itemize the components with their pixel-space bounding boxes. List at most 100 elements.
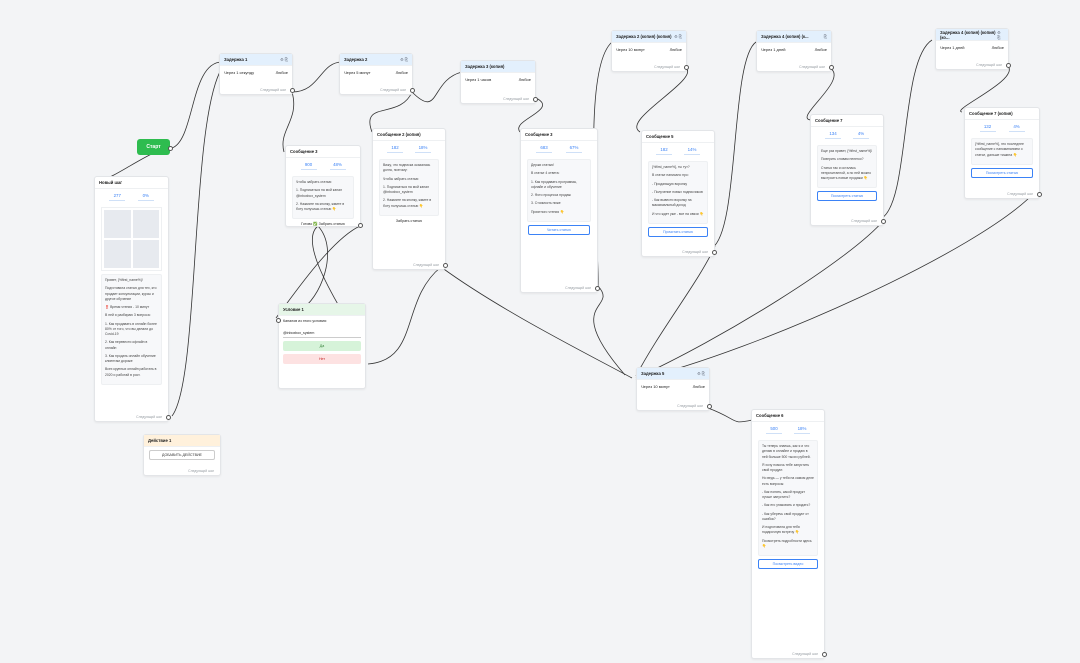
next-port[interactable] — [358, 223, 363, 228]
next-step-label: Следующий шаг — [136, 415, 162, 419]
node-title: Сообщение 3 — [290, 149, 318, 154]
no-branch[interactable]: Нет — [283, 354, 361, 364]
next-port[interactable] — [712, 250, 717, 255]
node-title: Сообщение 5 — [646, 134, 674, 139]
delay-value: Через 10 минут — [616, 47, 645, 52]
next-step-label: Следующий шаг — [1007, 192, 1033, 196]
delay-node-4[interactable]: Задержка 2 (копия) (копия)⚙ ⎘ Через 10 м… — [611, 30, 689, 72]
delay-value: Через 1 секунду — [224, 70, 255, 75]
view-article-button[interactable]: Посмотреть статью — [971, 167, 1033, 178]
add-action-button[interactable]: ДОБАВИТЬ ДЕЙСТВИЕ — [148, 450, 216, 460]
next-port[interactable] — [410, 88, 415, 93]
node-title: Задержка 1 — [224, 57, 248, 62]
next-step-label: Следующий шаг — [188, 469, 214, 473]
stat-sent: 683 — [540, 145, 548, 150]
delay-day: Любое — [275, 70, 288, 75]
node-tools-icon[interactable]: ⚙ ⎘ — [280, 57, 288, 62]
delay-value: Через 1 дней — [940, 45, 965, 50]
in-port[interactable] — [276, 318, 281, 323]
next-step-label: Следующий шаг — [565, 286, 591, 290]
node-tools-icon[interactable]: ⚙ ⎘ — [674, 34, 682, 39]
next-port[interactable] — [684, 65, 689, 70]
message-3-node[interactable]: Сообщение 3 900 48% Чтобы забрать статью:… — [285, 145, 363, 228]
stat-click: 48% — [333, 162, 342, 167]
node-tools-icon[interactable]: ⎘ — [823, 34, 827, 39]
condition-node[interactable]: Условие 1 Каналов из этого условия: @inb… — [276, 303, 366, 389]
stat-sent: 134 — [829, 131, 837, 136]
delay-day: Любое — [991, 45, 1004, 50]
next-port[interactable] — [822, 652, 827, 657]
node-tools-icon[interactable]: ⚙ ⎘ — [997, 29, 1001, 40]
delay-node-5[interactable]: Задержка 4 (копия) (к... ⎘ Через 1 дней Лю… — [756, 30, 834, 72]
next-step-label: Следующий шаг — [976, 63, 1002, 67]
next-step-label: Следующий шаг — [413, 263, 439, 267]
node-title: Сообщение 6 — [756, 413, 784, 418]
node-title: Сообщение 7 — [815, 118, 843, 123]
message-text: Еще раз привет, {%first_name%}!Поверить … — [817, 145, 877, 189]
delay-day: Любое — [669, 47, 682, 52]
next-port[interactable] — [1006, 63, 1011, 68]
action-node[interactable]: Действие 1 ДОБАВИТЬ ДЕЙСТВИЕ Следующий ш… — [143, 434, 221, 476]
next-port[interactable] — [290, 88, 295, 93]
message-text: {%first_name%}, это последнее сообщение … — [971, 138, 1033, 165]
delay-day: Любое — [814, 47, 827, 52]
next-step-label: Следующий шаг — [380, 88, 406, 92]
condition-question: Каналов из этого условия: — [283, 319, 327, 323]
delay-value: Через 1 дней — [761, 47, 786, 52]
node-tools-icon[interactable]: ⚙ ⎘ — [697, 371, 705, 376]
condition-field[interactable]: @inboxbox_system — [283, 329, 361, 338]
node-title: Задержка 4 (копия) (копия) (ко... — [940, 29, 996, 40]
read-article-button[interactable]: Прочитать статью — [648, 226, 708, 237]
next-port[interactable] — [443, 263, 448, 268]
message-text: Чтобы забрать статью:1. Подписаться на м… — [292, 176, 354, 220]
next-step-label: Следующий шаг — [677, 404, 703, 408]
next-step-label: Следующий шаг — [851, 219, 877, 223]
new-step-node[interactable]: Новый шаг 277 0% Привет, {%first_name%}!… — [94, 176, 171, 422]
button-label[interactable]: Забрать статью — [395, 218, 423, 223]
delay-node-6[interactable]: Задержка 4 (копия) (копия) (ко...⚙ ⎘ Чер… — [935, 28, 1011, 70]
node-title: Задержка 2 — [344, 57, 368, 62]
next-port[interactable] — [881, 219, 886, 224]
yes-branch[interactable]: Да — [283, 341, 361, 351]
node-title: Задержка 4 (копия) (к... — [761, 34, 809, 39]
start-port[interactable] — [168, 146, 173, 151]
node-tools-icon[interactable]: ⚙ ⎘ — [400, 57, 408, 62]
stat-sent: 182 — [660, 147, 668, 152]
next-port[interactable] — [533, 97, 538, 102]
delay-value: Через 10 минут — [641, 384, 670, 389]
message-7-node[interactable]: Сообщение 7 134 4% Еще раз привет, {%firs… — [810, 114, 886, 226]
stat-click: 0% — [142, 193, 149, 198]
image-preview — [101, 207, 162, 271]
stat-click: 18% — [797, 426, 807, 431]
stat-sent: 132 — [983, 124, 992, 129]
start-node[interactable]: Старт — [137, 139, 170, 155]
stat-click: 14% — [687, 147, 697, 152]
next-step-label: Следующий шаг — [654, 65, 680, 69]
next-port[interactable] — [1037, 192, 1042, 197]
button-label[interactable]: Готово ✅ Забрать статью — [301, 222, 345, 227]
watch-video-button[interactable]: Посмотреть видео — [758, 559, 818, 570]
next-port[interactable] — [829, 65, 834, 70]
next-port[interactable] — [595, 286, 600, 291]
read-article-button[interactable]: Читать статью — [527, 224, 591, 235]
delay-day: Любое — [692, 384, 705, 389]
view-article-button[interactable]: Посмотреть статью — [817, 191, 877, 202]
next-port[interactable] — [166, 415, 171, 420]
delay-day: Любое — [395, 70, 408, 75]
stat-sent: 900 — [304, 162, 313, 167]
next-port[interactable] — [707, 404, 712, 409]
stat-click: 18% — [418, 145, 428, 150]
node-title: Задержка 3 (копия) — [465, 64, 505, 69]
stat-click: 4% — [857, 131, 865, 136]
next-step-label: Следующий шаг — [799, 65, 825, 69]
next-step-label: Следующий шаг — [503, 97, 529, 101]
